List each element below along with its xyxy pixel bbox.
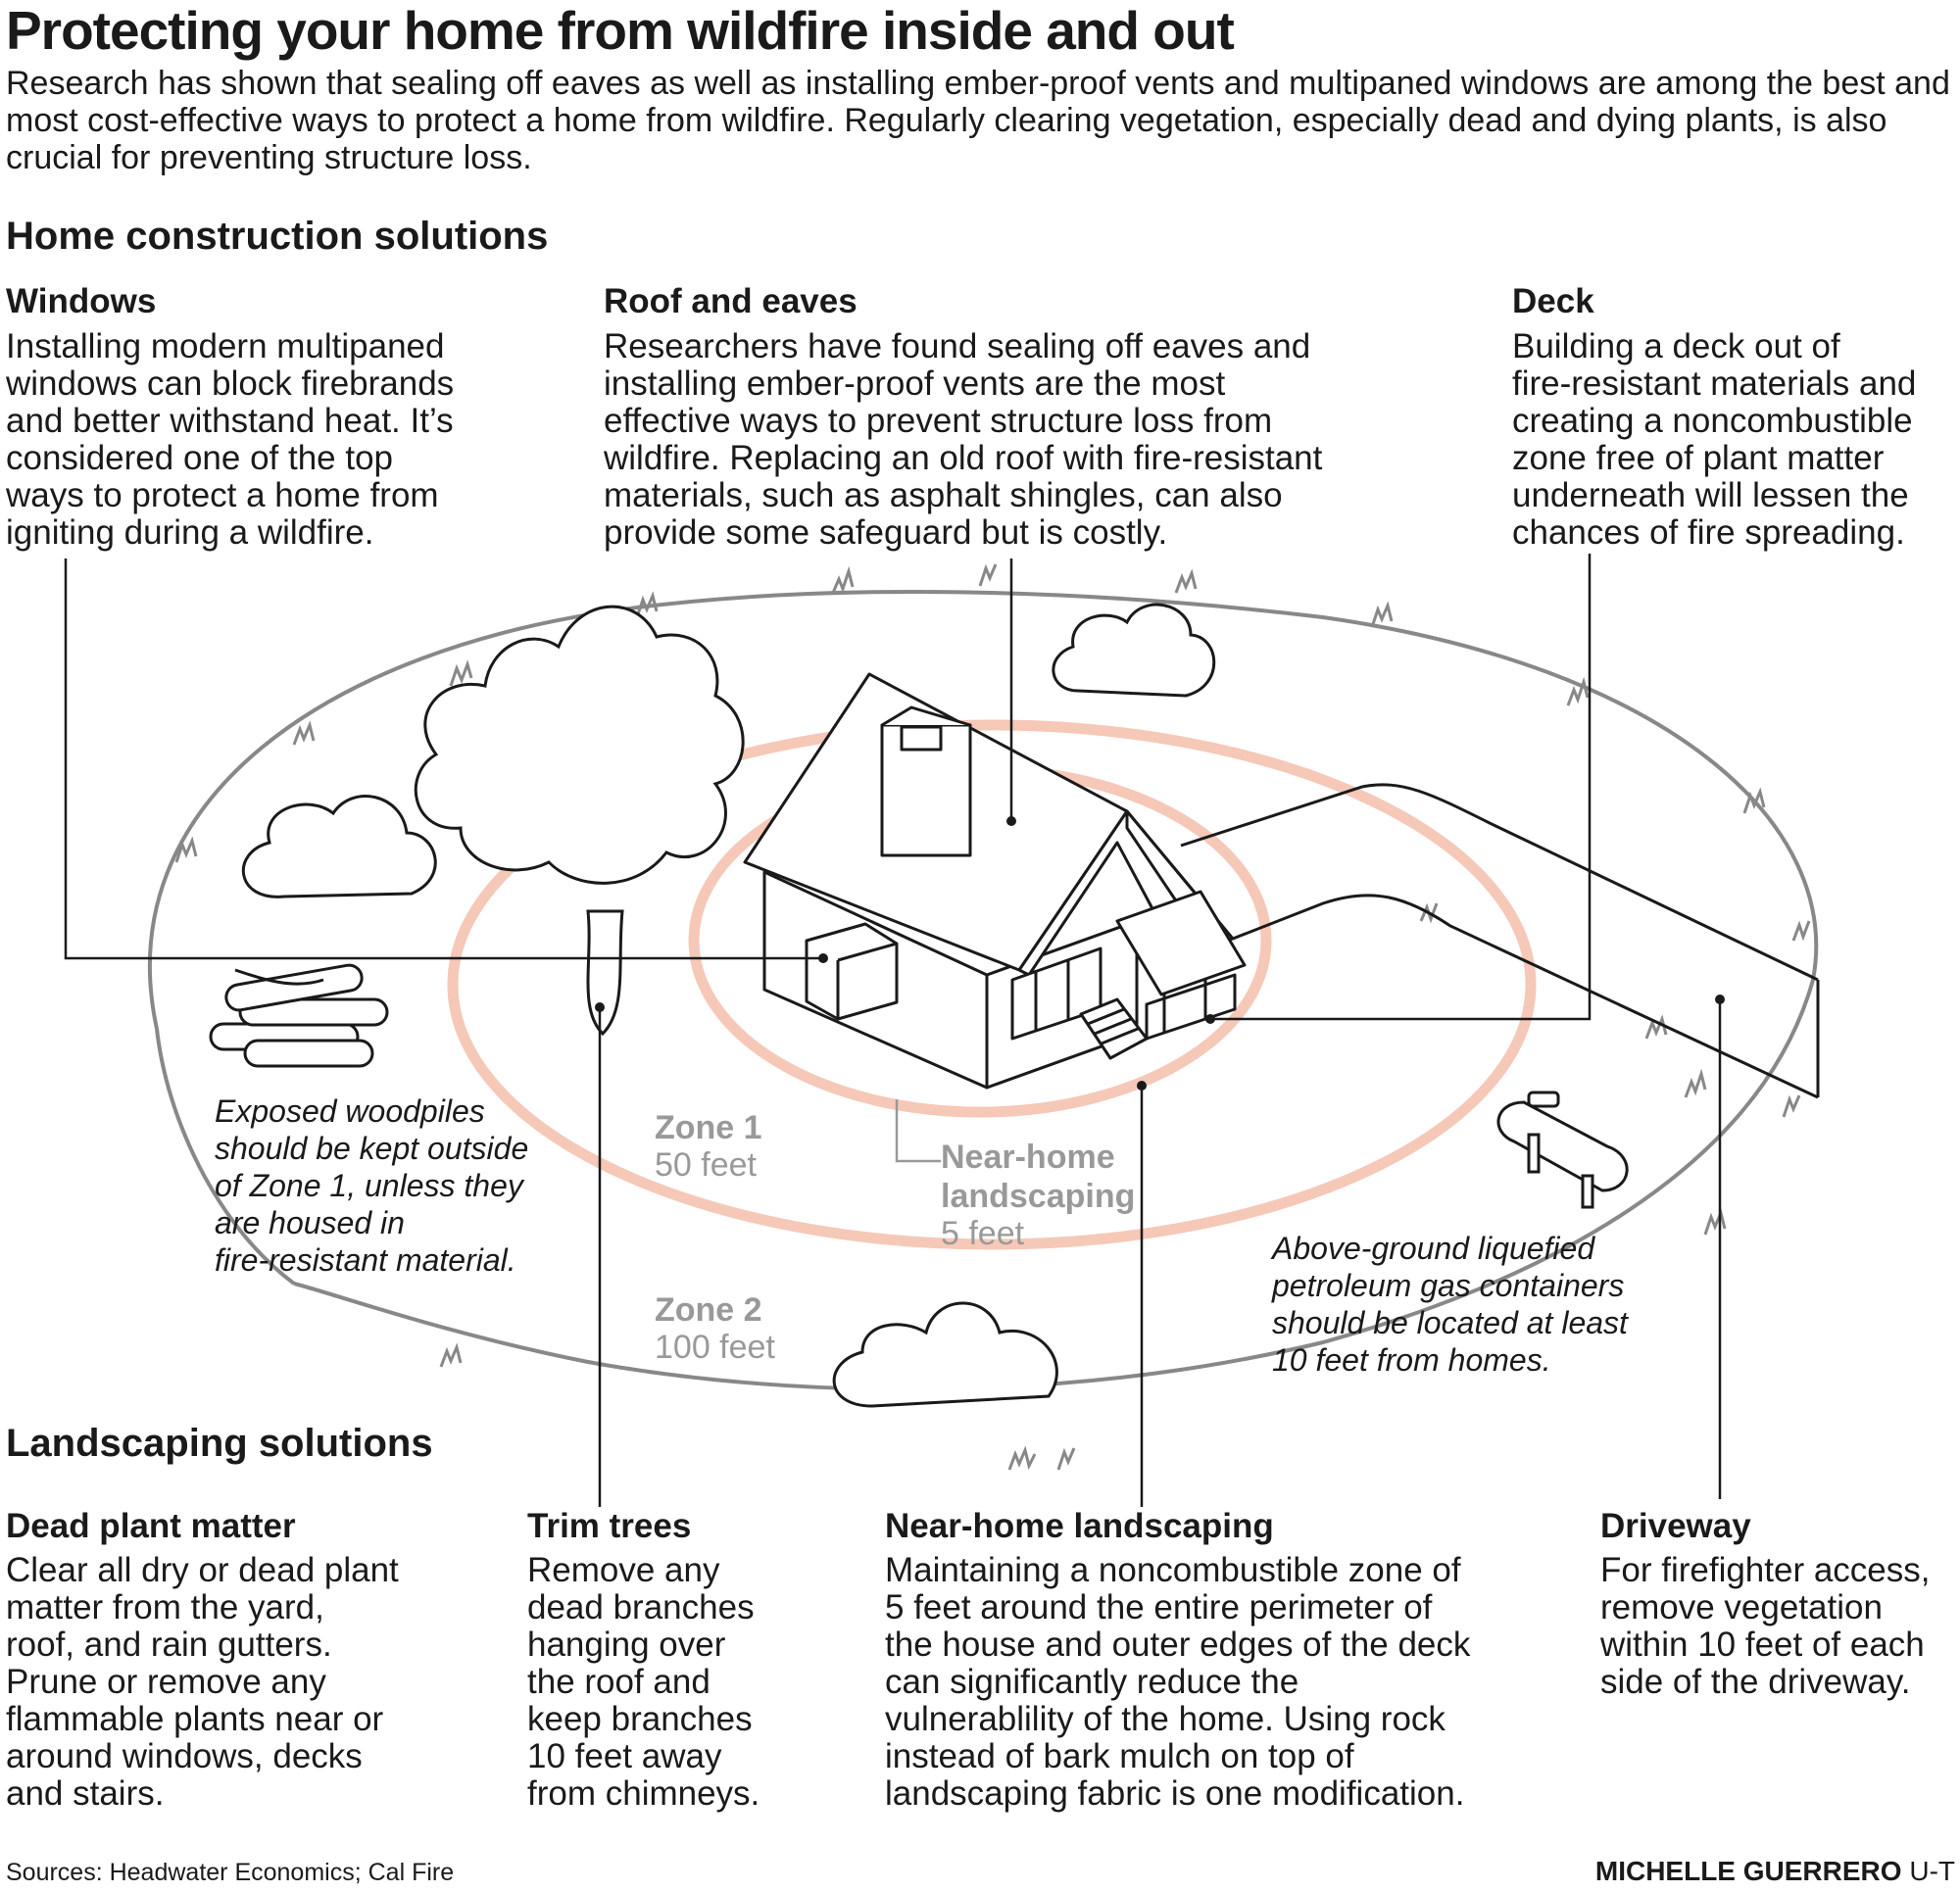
- author-name: MICHELLE GUERRERO: [1594, 1856, 1902, 1886]
- callout-dots: [595, 816, 1725, 1091]
- zone2-distance: 100 feet: [655, 1329, 775, 1366]
- zone1-label: Zone 1: [655, 1109, 762, 1146]
- callout-lines: [64, 554, 1722, 1507]
- roof-title: Roof and eaves: [604, 282, 858, 320]
- near-home-distance: 5 feet: [941, 1215, 1025, 1252]
- credit-line: MICHELLE GUERRERO U-T: [1595, 1856, 1955, 1887]
- near-home-title: Near-home landscaping: [885, 1507, 1274, 1545]
- woodpile-icon: [209, 963, 389, 1068]
- landscaping-heading: Landscaping solutions: [6, 1422, 433, 1465]
- trim-trees-text: Remove any dead branches hanging over th…: [527, 1551, 760, 1813]
- driveway-text: For firefighter access, remove vegetatio…: [1600, 1551, 1931, 1701]
- dead-plant-title: Dead plant matter: [6, 1507, 296, 1545]
- zone1-ring: [447, 719, 1537, 1250]
- near-home-text: Maintaining a noncombustible zone of 5 f…: [885, 1551, 1471, 1813]
- intro-paragraph: Research has shown that sealing off eave…: [6, 65, 1950, 176]
- zone2-boundary: [147, 563, 1819, 1471]
- windows-text: Installing modern multipaned windows can…: [6, 327, 455, 552]
- trim-trees-title: Trim trees: [527, 1507, 692, 1545]
- deck-text: Building a deck out of fire-resistant ma…: [1512, 327, 1917, 552]
- sources-line: Sources: Headwater Economics; Cal Fire: [6, 1859, 455, 1886]
- outlet-name: U-T: [1909, 1856, 1955, 1886]
- dead-plant-text: Clear all dry or dead plant matter from …: [6, 1551, 399, 1813]
- roof-text: Researchers have found sealing off eaves…: [604, 327, 1323, 552]
- page-title: Protecting your home from wildfire insid…: [6, 0, 1235, 61]
- driveway-title: Driveway: [1600, 1507, 1751, 1545]
- propane-tank-icon: [1496, 1091, 1629, 1209]
- deck-title: Deck: [1512, 282, 1594, 320]
- house-icon: [743, 672, 1247, 1090]
- propane-note: Above-ground liquefied petroleum gas con…: [1272, 1231, 1628, 1378]
- driveway: [1180, 783, 1820, 1099]
- windows-title: Windows: [6, 282, 157, 320]
- near-home-label-2: landscaping: [941, 1178, 1136, 1215]
- woodpile-note: Exposed woodpiles should be kept outside…: [215, 1093, 529, 1278]
- near-home-label-1: Near-home: [941, 1139, 1115, 1176]
- shrub-icon: [241, 603, 1216, 1408]
- construction-heading: Home construction solutions: [6, 215, 549, 258]
- zone1-distance: 50 feet: [655, 1146, 757, 1184]
- zone2-label: Zone 2: [655, 1291, 762, 1329]
